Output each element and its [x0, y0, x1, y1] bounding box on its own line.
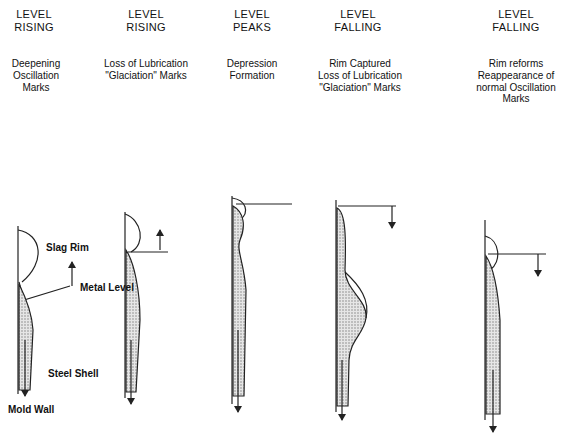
metal-level	[128, 251, 168, 252]
steel-shell	[19, 284, 33, 390]
column-heading: LEVEL FALLING	[485, 8, 547, 34]
part-name: Steel Shell	[48, 368, 99, 380]
part-name: Mold Wall	[8, 404, 54, 416]
slag-rim	[18, 230, 38, 282]
stage-description: Rim Captured Loss of Lubrication "Glacia…	[318, 58, 402, 93]
column-heading: LEVEL RISING	[8, 8, 60, 34]
metal-level	[488, 253, 546, 254]
withdrawal-arrow	[237, 330, 238, 412]
metal-level	[236, 203, 292, 204]
column-heading: LEVEL RISING	[120, 8, 172, 34]
withdrawal-arrow	[492, 370, 493, 432]
column-heading: LEVEL PEAKS	[226, 8, 278, 34]
withdrawal-arrow	[130, 340, 131, 404]
part-name: Metal Level	[80, 282, 134, 294]
column-heading: LEVEL FALLING	[327, 8, 389, 34]
level-arrow	[159, 230, 160, 250]
withdrawal-arrow	[24, 340, 25, 396]
stage-description: Depression Formation	[212, 58, 292, 82]
steel-shell	[126, 250, 140, 392]
part-name: Slag Rim	[46, 242, 89, 254]
captured-rim	[345, 272, 367, 318]
metal-level	[338, 205, 396, 206]
level-arrow	[391, 206, 392, 228]
stage-description: Loss of Lubrication "Glaciation" Marks	[104, 58, 188, 82]
stage-description: Deepening Oscillation Marks	[3, 58, 69, 93]
steel-shell	[233, 206, 246, 396]
metal-level	[19, 282, 70, 300]
level-arrow	[537, 254, 538, 276]
slag-rim	[125, 214, 140, 252]
level-arrow	[71, 262, 72, 286]
steel-shell	[337, 208, 366, 406]
withdrawal-arrow	[341, 360, 342, 420]
stage-description: Rim reforms Reappearance of normal Oscil…	[464, 58, 568, 105]
